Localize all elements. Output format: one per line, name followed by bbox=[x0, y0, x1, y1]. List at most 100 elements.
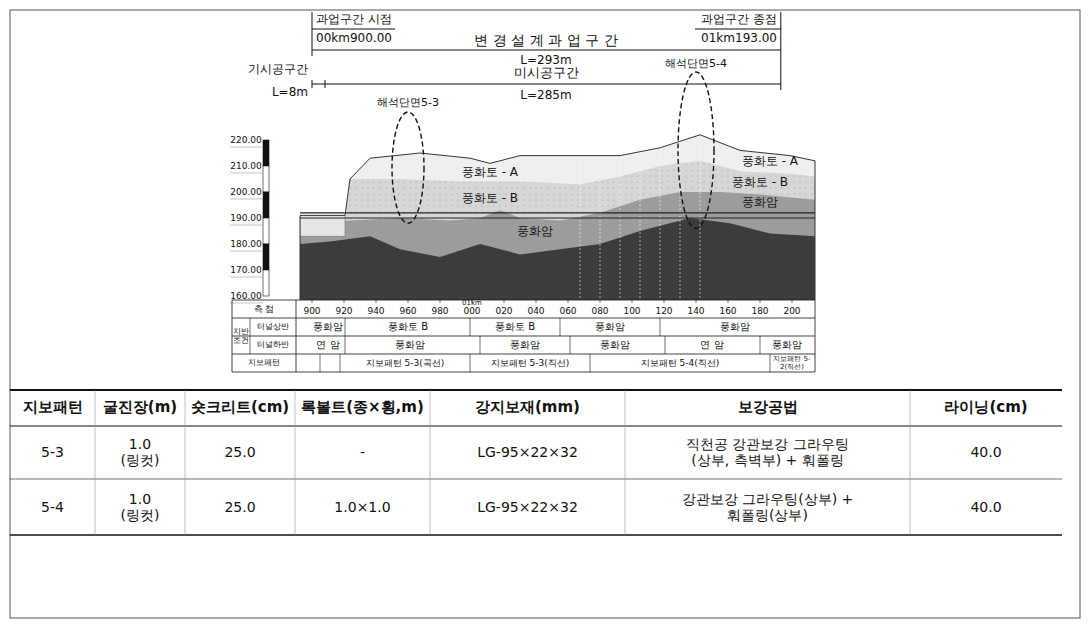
station-tick bbox=[312, 300, 313, 303]
station-tick bbox=[408, 300, 409, 303]
row-header: 터널하반 bbox=[257, 340, 289, 349]
layer-label: 풍화토 - B bbox=[732, 177, 788, 191]
strip-cell: 지보패턴 5-4(직선) bbox=[641, 358, 720, 368]
elevation-ruler bbox=[263, 192, 269, 218]
station-label: 01km bbox=[462, 299, 482, 307]
start-tick bbox=[312, 12, 313, 56]
row-header: 지반 조건 bbox=[232, 327, 250, 345]
borehole-line bbox=[700, 120, 701, 300]
borehole-line bbox=[580, 120, 581, 300]
station-tick bbox=[344, 300, 345, 303]
station-label: 200 bbox=[783, 306, 800, 316]
strip-divider bbox=[665, 336, 666, 354]
table-rule bbox=[10, 479, 1062, 480]
frame bbox=[10, 10, 1080, 618]
station-label: 140 bbox=[687, 306, 704, 316]
strip-rule bbox=[232, 372, 815, 373]
layer-label: 풍화암 bbox=[517, 225, 553, 239]
elevation-label: 200.00 bbox=[230, 187, 262, 197]
station-label: 940 bbox=[367, 306, 384, 316]
strip-cell: 지보패턴 5-3(직선) bbox=[491, 358, 570, 368]
station-label: 980 bbox=[431, 306, 448, 316]
station-tick bbox=[792, 300, 793, 303]
span-title: 변 경 설 계 과 업 구 간 bbox=[474, 32, 617, 48]
weathered-soil-b bbox=[300, 161, 815, 300]
strip-cell: 연 암 bbox=[316, 339, 339, 351]
soft-rock bbox=[300, 218, 815, 300]
elevation-ruler bbox=[263, 140, 269, 166]
table-header: 숏크리트(cm) bbox=[191, 399, 289, 416]
station-label: 020 bbox=[495, 306, 512, 316]
elevation-label: 170.00 bbox=[230, 265, 262, 275]
strip-divider bbox=[320, 354, 321, 372]
table-header: 보강공법 bbox=[738, 399, 798, 416]
plot-border bbox=[815, 161, 816, 300]
portal-section bbox=[300, 213, 345, 236]
section-label: 해석단면5-4 bbox=[665, 58, 727, 71]
strip-cell: 풍화암 bbox=[510, 339, 540, 351]
span-line bbox=[312, 50, 781, 51]
strip-cell: 지보패턴 5-3(곡선) bbox=[366, 358, 445, 368]
strip-divider bbox=[345, 336, 346, 354]
table-cell: 5-3 bbox=[41, 444, 64, 460]
table-rule bbox=[295, 390, 296, 535]
end-tick bbox=[780, 12, 781, 90]
borehole-line bbox=[600, 120, 601, 300]
strip-cell: 풍화토 B bbox=[495, 321, 535, 333]
borehole-line bbox=[620, 120, 621, 300]
tunnel-line bbox=[300, 217, 815, 218]
strip-rule bbox=[250, 318, 251, 354]
span-label: 기시공구간 bbox=[248, 63, 308, 77]
elevation-tick bbox=[230, 303, 263, 304]
table-cell: 5-4 bbox=[41, 499, 64, 515]
strip-divider bbox=[480, 336, 481, 354]
section-outline bbox=[678, 72, 714, 228]
table-cell: 1.0×1.0 bbox=[334, 499, 390, 515]
strip-cell: 풍화암 bbox=[720, 321, 750, 333]
station-tick bbox=[536, 300, 537, 303]
strip-cell: 풍화암 bbox=[772, 339, 802, 351]
station-label: 060 bbox=[559, 306, 576, 316]
station-tick bbox=[760, 300, 761, 303]
table-header: 록볼트(종×횡,m) bbox=[301, 399, 424, 416]
table-cell: 25.0 bbox=[224, 499, 255, 515]
table-cell: 강관보강 그라우팅(상부) + 훠폴링(상부) bbox=[668, 491, 868, 523]
elevation-tick bbox=[230, 147, 263, 148]
station-tick bbox=[376, 300, 377, 303]
table-cell: LG-95×22×32 bbox=[477, 444, 578, 460]
station-label: 01km193.00 bbox=[701, 32, 777, 46]
tunnel-line bbox=[300, 212, 815, 213]
table-rule bbox=[430, 390, 431, 535]
table-rule bbox=[10, 389, 1062, 391]
strip-rule bbox=[296, 300, 297, 372]
span-label: 미시공구간 bbox=[514, 66, 579, 81]
length-label: L=8m bbox=[272, 86, 308, 100]
elevation-label: 160.00 bbox=[230, 291, 262, 301]
strip-rule bbox=[232, 300, 233, 372]
row-header: 측 점 bbox=[254, 304, 275, 314]
strip-divider bbox=[760, 336, 761, 354]
span-tick bbox=[325, 80, 326, 88]
span-tick bbox=[312, 80, 313, 88]
table-cell: 직천공 강관보강 그라우팅 (상부, 측벽부) + 훠폴링 bbox=[668, 436, 868, 468]
station-label: 120 bbox=[655, 306, 672, 316]
end-underline bbox=[695, 29, 781, 30]
row-header: 지보패턴 bbox=[248, 358, 280, 367]
table-header: 강지보재(mm) bbox=[475, 399, 580, 416]
elevation-tick bbox=[230, 225, 263, 226]
elevation-ruler bbox=[263, 166, 269, 192]
borehole-line bbox=[660, 120, 661, 300]
station-label: 900 bbox=[303, 306, 320, 316]
station-label: 00km900.00 bbox=[316, 32, 392, 46]
table-header: 지보패턴 bbox=[23, 399, 83, 416]
span-line bbox=[312, 84, 781, 85]
strip-cell: 풍화암 bbox=[313, 321, 343, 333]
length-label: L=285m bbox=[520, 89, 571, 103]
table-rule bbox=[185, 390, 186, 535]
weathered-soil-a bbox=[300, 135, 815, 300]
elevation-ruler bbox=[263, 244, 269, 270]
station-label: 040 bbox=[527, 306, 544, 316]
strip-cell: 지보패턴 5-2(직선) bbox=[770, 355, 814, 371]
elevation-ruler bbox=[263, 270, 269, 296]
